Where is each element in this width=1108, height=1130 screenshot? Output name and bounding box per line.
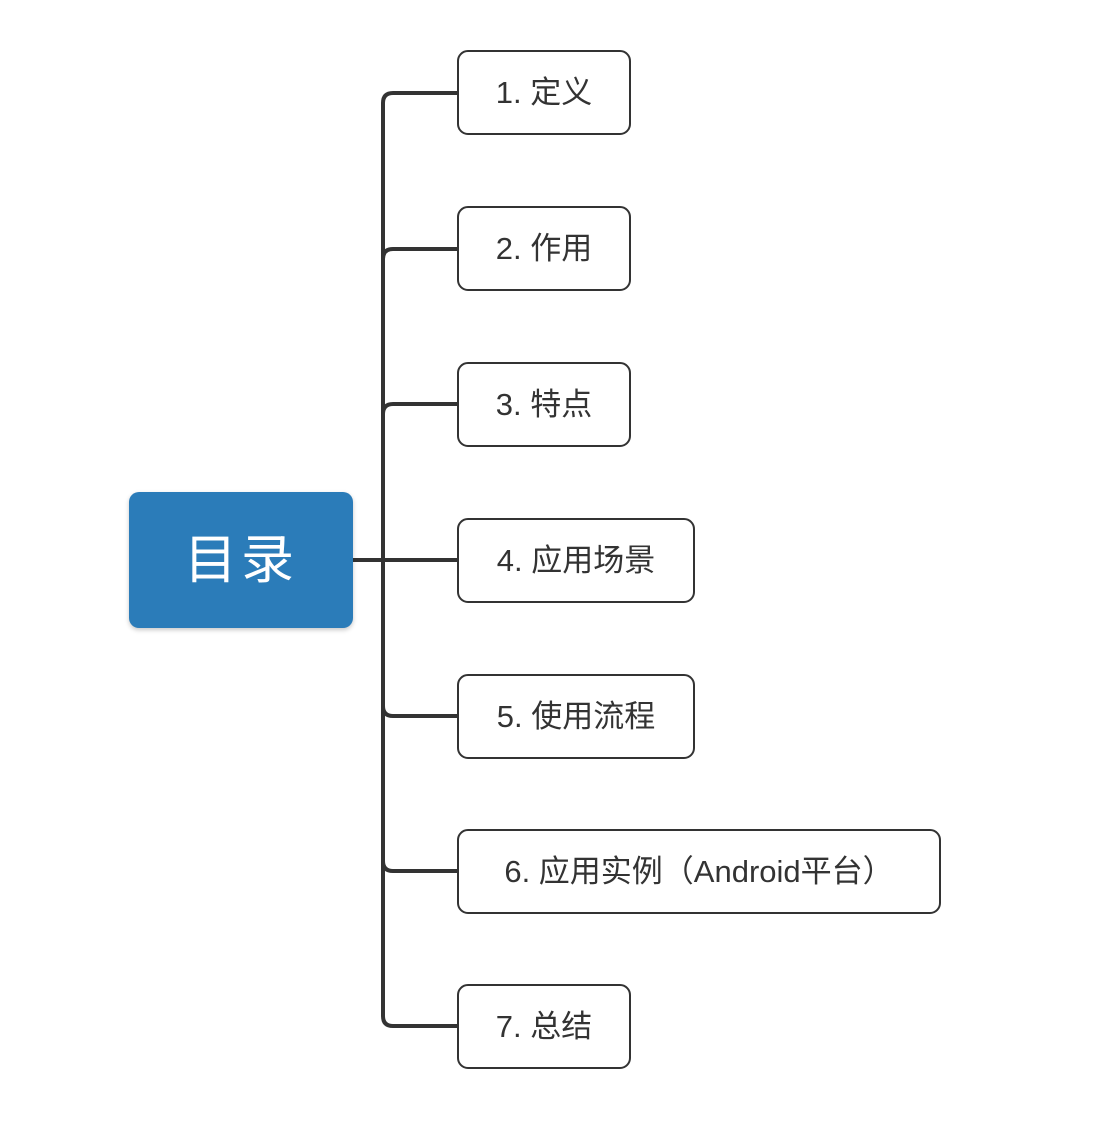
node-workflow[interactable]: 5. 使用流程 [457,674,695,759]
connector-branch-2 [381,247,457,260]
node-function-label: 2. 作用 [495,231,593,266]
connector-branch-1 [381,91,457,104]
node-workflow-label: 5. 使用流程 [496,699,656,734]
connector-branch-7 [381,1015,457,1028]
root-node[interactable]: 目录 [129,492,353,628]
node-features-label: 3. 特点 [495,387,593,422]
node-definition[interactable]: 1. 定义 [457,50,631,135]
node-features[interactable]: 3. 特点 [457,362,631,447]
node-summary-label: 7. 总结 [495,1009,593,1044]
connector-branch-5 [381,705,457,718]
node-definition-label: 1. 定义 [495,75,593,110]
node-use-cases-label: 4. 应用场景 [496,543,656,578]
node-example-android-label: 6. 应用实例（Android平台） [504,854,894,889]
node-summary[interactable]: 7. 总结 [457,984,631,1069]
node-example-android[interactable]: 6. 应用实例（Android平台） [457,829,941,914]
connector-branch-6 [381,860,457,873]
node-use-cases[interactable]: 4. 应用场景 [457,518,695,603]
node-function[interactable]: 2. 作用 [457,206,631,291]
connector-branch-3 [381,402,457,415]
root-node-label: 目录 [184,530,298,590]
